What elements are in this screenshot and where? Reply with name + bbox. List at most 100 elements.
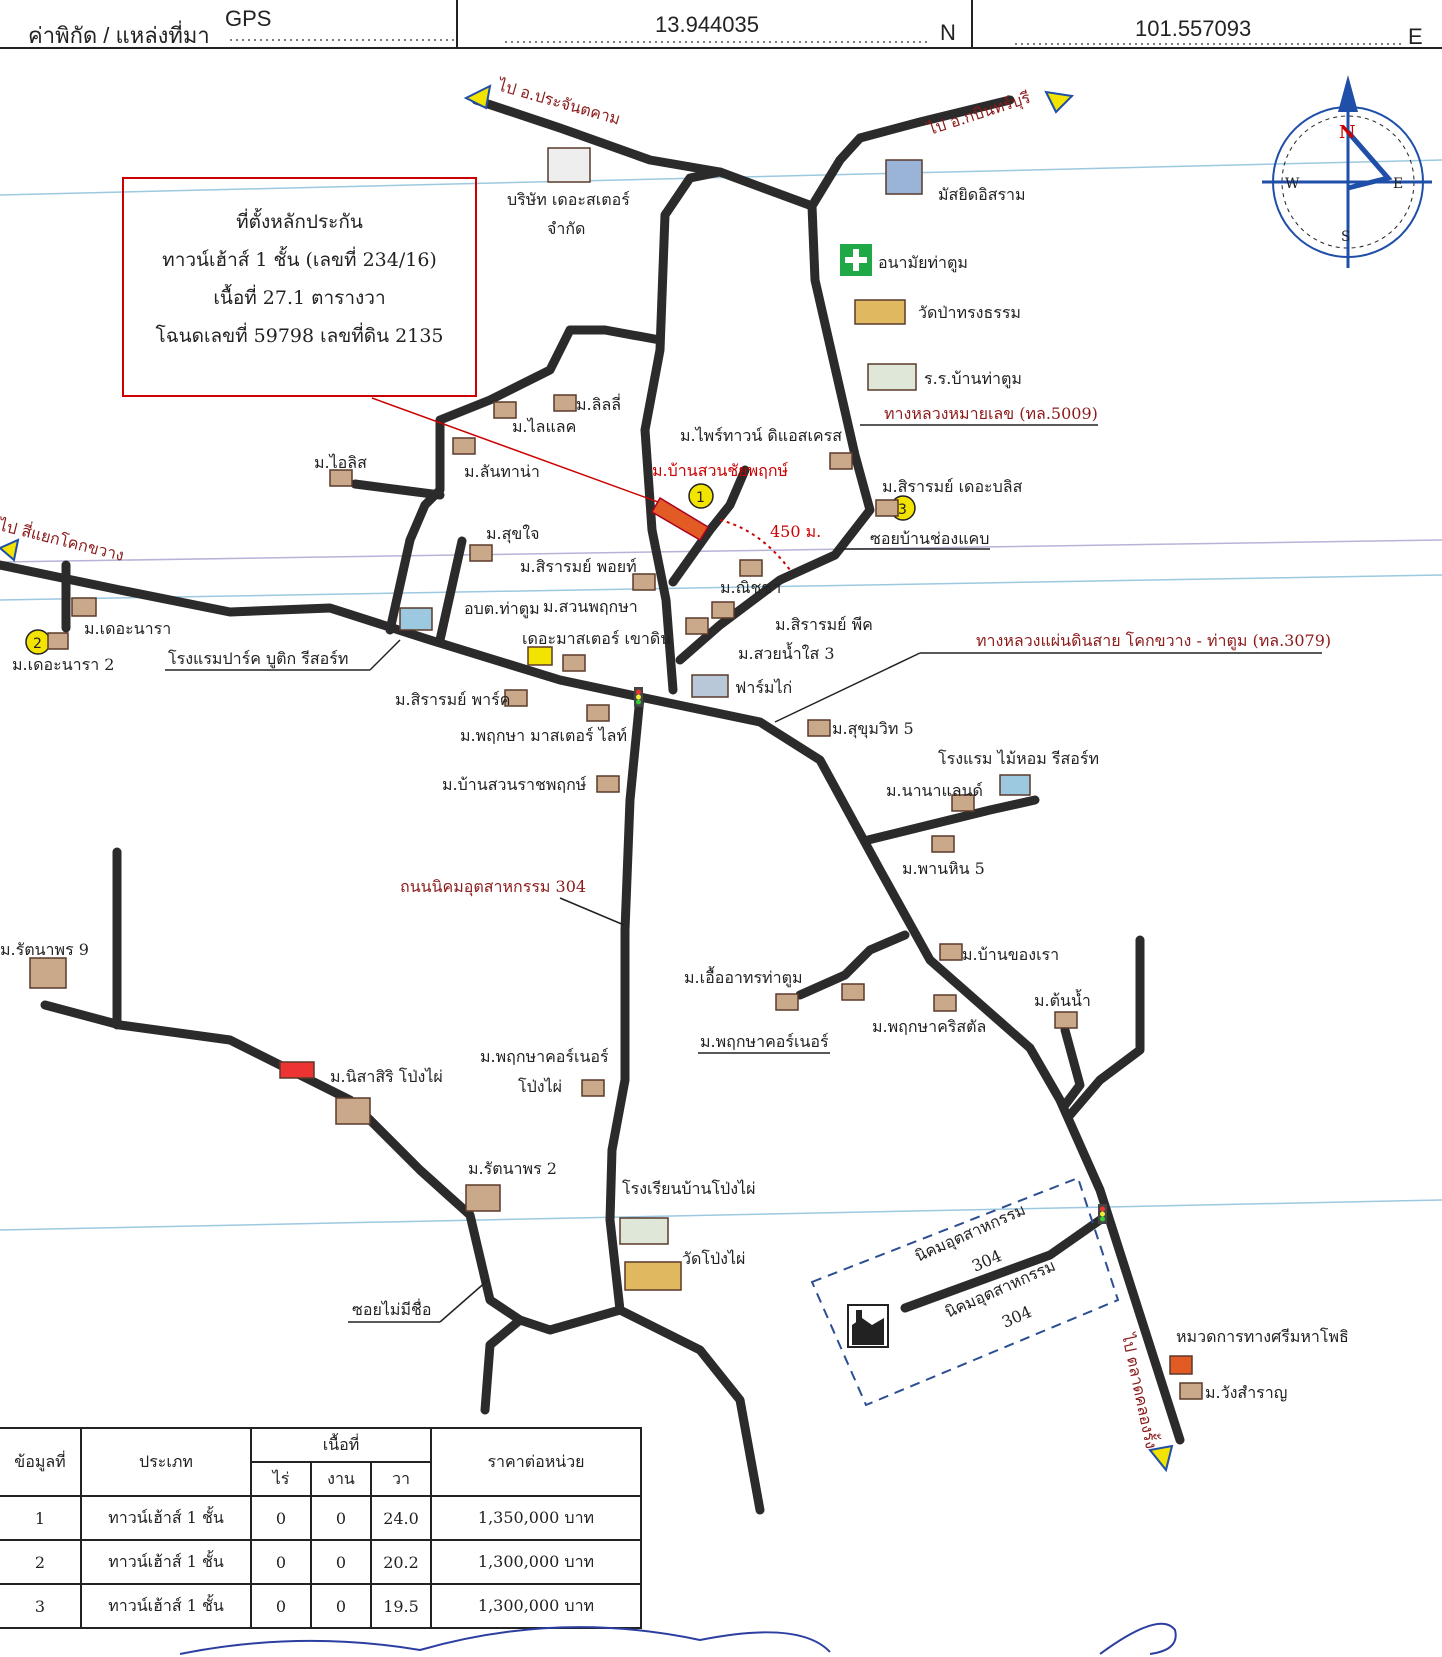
source-value: GPS bbox=[225, 6, 272, 31]
traffic-light-icon bbox=[634, 687, 643, 707]
place-label: ม.ไลแลค bbox=[512, 417, 576, 436]
road-suansai bbox=[668, 465, 750, 587]
source-label: ค่าพิกัด / แหล่งที่มา bbox=[28, 23, 210, 48]
table-row: 2 ทาวน์เฮ้าส์ 1 ชั้น 0 0 20.2 1,300,000 … bbox=[0, 1539, 642, 1585]
house-icon bbox=[685, 617, 709, 635]
house-icon bbox=[329, 469, 353, 487]
health-station-icon bbox=[840, 244, 872, 276]
cell-rai: 0 bbox=[250, 1583, 312, 1629]
latitude-value: 13.944035 bbox=[655, 12, 759, 37]
cell-price: 1,300,000 บาท bbox=[430, 1583, 642, 1629]
direction-arrows bbox=[0, 84, 1174, 1473]
cell-price: 1,300,000 บาท bbox=[430, 1539, 642, 1585]
temple-icon bbox=[624, 1261, 682, 1291]
place-label: อนามัยท่าตูม bbox=[878, 253, 968, 273]
info-line-type: ทาวน์เฮ้าส์ 1 ชั้น (เลขที่ 234/16) bbox=[162, 249, 437, 271]
hotel-icon bbox=[399, 607, 433, 631]
place-label: ร.ร.บ้านท่าตูม bbox=[924, 369, 1022, 389]
place-label: ม.ลันทาน่า bbox=[464, 462, 540, 481]
road-west-loop bbox=[385, 325, 665, 635]
house-icon bbox=[939, 943, 963, 961]
road-3079 bbox=[0, 560, 1185, 1445]
house-icon bbox=[47, 632, 69, 650]
distance-path bbox=[719, 519, 791, 571]
place-label: จำกัด bbox=[547, 219, 585, 238]
place-label: ม.สวนพฤกษา bbox=[543, 597, 638, 616]
label-to-prachantakham: ไป อ.ประจันตคาม bbox=[494, 75, 623, 129]
house-icon bbox=[739, 559, 763, 577]
place-label: ม.เอื้ออาทรท่าตูม bbox=[684, 966, 803, 988]
scan-line bbox=[0, 539, 1442, 563]
latitude-suffix: N bbox=[940, 20, 956, 45]
house-icon bbox=[29, 957, 67, 989]
col-price: ราคาต่อหน่วย bbox=[430, 1427, 642, 1497]
industrial-estate-boundary bbox=[810, 1176, 1120, 1407]
col-type: ประเภท bbox=[80, 1427, 252, 1497]
place-label: ม.พฤกษา มาสเตอร์ ไลท์ bbox=[460, 726, 627, 745]
cell-wa: 20.2 bbox=[370, 1539, 432, 1585]
table-row: 1 ทาวน์เฮ้าส์ 1 ชั้น 0 0 24.0 1,350,000 … bbox=[0, 1495, 642, 1541]
place-label: อบต.ท่าตูม bbox=[464, 599, 540, 619]
place-label: ม.สิรารมย์ พาร์ค bbox=[395, 690, 510, 709]
cell-rai: 0 bbox=[250, 1539, 312, 1585]
house-icons bbox=[29, 147, 1203, 1400]
road-mid-north bbox=[640, 167, 725, 695]
place-label: ม.สิรารมย์ พอยท์ bbox=[520, 557, 637, 576]
factory-icon bbox=[847, 1304, 889, 1348]
collateral-info-box: ที่ตั้งหลักประกัน ทาวน์เฮ้าส์ 1 ชั้น (เล… bbox=[122, 177, 477, 397]
house-icon bbox=[465, 1184, 501, 1212]
house-icon bbox=[931, 835, 955, 853]
place-label: ม.วังสำราญ bbox=[1205, 1383, 1287, 1402]
place-label: โป่งไผ่ bbox=[518, 1077, 562, 1096]
place-label: ม.ไพร์ทาวน์ ดิแอสเครส bbox=[680, 426, 842, 445]
info-line-area: เนื้อที่ 27.1 ตารางวา bbox=[213, 287, 386, 309]
place-label: ม.รัตนาพร 2 bbox=[468, 1159, 557, 1178]
place-label: โรงเรียนบ้านโป่งไผ่ bbox=[622, 1179, 755, 1198]
house-icon bbox=[469, 544, 493, 562]
house-icon bbox=[951, 794, 975, 812]
house-icon bbox=[875, 499, 899, 517]
cell-ngan: 0 bbox=[310, 1583, 372, 1629]
place-label: ม.เดอะนารา bbox=[84, 619, 171, 638]
label-leader bbox=[774, 652, 921, 723]
traffic-light-icon bbox=[1098, 1204, 1107, 1224]
scan-line bbox=[0, 1199, 1442, 1231]
road-east-branch bbox=[1065, 935, 1145, 1120]
house-icon bbox=[632, 573, 656, 591]
house-icon bbox=[711, 601, 735, 619]
label-soi-nameless: ซอยไม่มีชื่อ bbox=[352, 1298, 431, 1319]
place-label: ม.สุขุมวิท 5 bbox=[832, 719, 914, 739]
label-leader bbox=[559, 897, 625, 926]
place-label: บริษัท เดอะสเตอร์ bbox=[507, 190, 630, 209]
label-estate-b-number: 304 bbox=[999, 1302, 1035, 1332]
label-to-khokkhwang: ไป สี่แยกโคกขวาง bbox=[0, 513, 126, 565]
place-label: ฟาร์มไก่ bbox=[735, 678, 792, 697]
cell-no: 2 bbox=[0, 1539, 82, 1585]
cell-type: ทาวน์เฮ้าส์ 1 ชั้น bbox=[80, 1495, 252, 1541]
compass-e: E bbox=[1393, 176, 1403, 192]
place-label: เดอะมาสเตอร์ เขาดิน bbox=[522, 629, 671, 648]
arrow-northeast bbox=[1044, 90, 1075, 114]
house-icon bbox=[1054, 1011, 1078, 1029]
place-label: ม.สุขใจ bbox=[486, 524, 540, 544]
house-icon bbox=[335, 1097, 371, 1125]
house-icon bbox=[586, 704, 610, 722]
marker-1: 1 bbox=[688, 483, 714, 509]
arrow-west bbox=[0, 538, 20, 562]
place-label: ม.นานาแลนด์ bbox=[886, 781, 983, 800]
house-icon bbox=[775, 993, 799, 1011]
place-label: ม.พฤกษาคอร์เนอร์ bbox=[700, 1032, 829, 1051]
house-icon bbox=[933, 994, 957, 1012]
place-labels: บริษัท เดอะสเตอร์ จำกัด มัสยิดอิสราม อนา… bbox=[0, 185, 1349, 1402]
road-304 bbox=[605, 692, 765, 1515]
place-label: ม.พฤกษาคริสตัล bbox=[872, 1017, 986, 1036]
compass-rose: N S E W bbox=[1262, 75, 1432, 268]
place-label-subject: ม.บ้านสวนชัยพฤกษ์ bbox=[652, 461, 788, 480]
marker-2: 2 bbox=[25, 629, 51, 655]
arrow-south bbox=[1148, 1444, 1174, 1473]
school-icon bbox=[867, 363, 917, 391]
office-icon bbox=[527, 646, 553, 666]
place-label: โรงแรมปาร์ค บูติก รีสอร์ท bbox=[168, 649, 348, 669]
